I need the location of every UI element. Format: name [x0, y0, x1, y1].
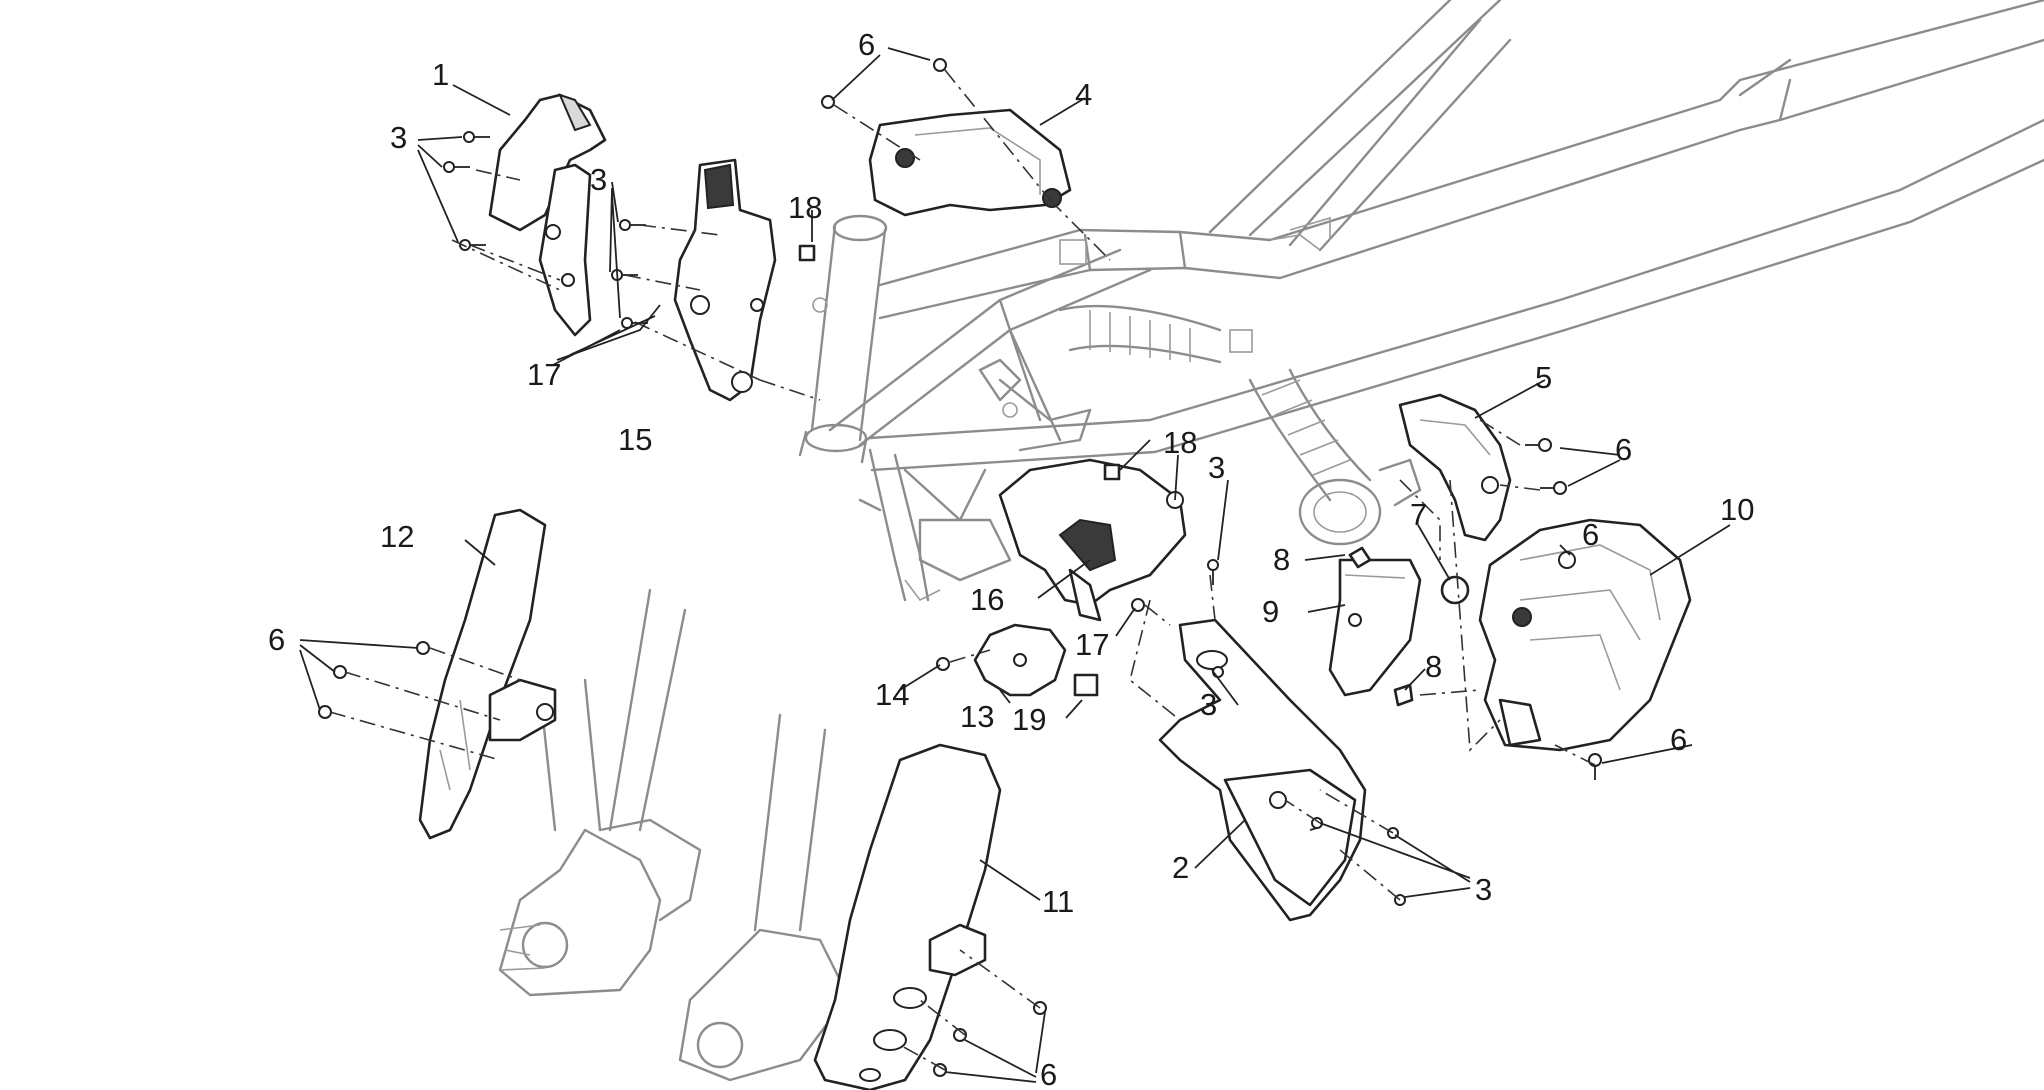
- callout-2: 2: [1172, 850, 1189, 885]
- callout-7: 7: [1410, 497, 1427, 532]
- part-7-round-cap: [1440, 575, 1470, 605]
- part-10-right-side-cover: [1478, 518, 1692, 752]
- leader-lines: [299, 47, 1731, 1083]
- callout-3: 3: [590, 162, 607, 197]
- callout-4: 4: [1075, 77, 1092, 112]
- part-11-right-fork-guard: [813, 743, 1002, 1090]
- part-13-small-cover: [973, 623, 1067, 697]
- callout-1: 1: [432, 57, 449, 92]
- callout-11: 11: [1042, 884, 1074, 919]
- part-12-left-fork-guard: [418, 508, 557, 840]
- callout-18: 18: [788, 190, 822, 225]
- callout-9: 9: [1262, 594, 1279, 629]
- part-15-left-bracket: [673, 158, 777, 402]
- callout-16: 16: [970, 582, 1004, 617]
- callout-14: 14: [875, 677, 909, 712]
- callout-8: 8: [1425, 649, 1442, 684]
- callout-12: 12: [380, 519, 414, 554]
- part-1-upper-left-panel: [488, 93, 607, 337]
- callout-10: 10: [1720, 492, 1754, 527]
- part-9-support-bracket: [1328, 558, 1422, 697]
- callout-6: 6: [1582, 517, 1599, 552]
- callout-17: 17: [1075, 627, 1109, 662]
- callout-3: 3: [1200, 687, 1217, 722]
- motorcycle-frame: [798, 0, 2044, 602]
- alignment-lines: [329, 69, 1596, 1071]
- callout-3: 3: [1208, 450, 1225, 485]
- callout-17: 17: [527, 357, 561, 392]
- part-4-headstock-cover: [868, 108, 1072, 217]
- callout-13: 13: [960, 699, 994, 734]
- fasteners: [318, 58, 1602, 1077]
- callout-5: 5: [1535, 360, 1552, 395]
- part-5-cover: [1398, 393, 1512, 542]
- callout-3: 3: [390, 120, 407, 155]
- callout-6: 6: [268, 622, 285, 657]
- callout-6: 6: [1615, 432, 1632, 467]
- callout-3: 3: [1475, 872, 1492, 907]
- callout-8: 8: [1273, 542, 1290, 577]
- callout-6: 6: [1040, 1057, 1057, 1090]
- part-2-lower-right-fairing: [1158, 618, 1367, 922]
- callout-15: 15: [618, 422, 652, 457]
- callout-6: 6: [858, 27, 875, 62]
- callout-19: 19: [1012, 702, 1046, 737]
- front-fork-legs: [498, 588, 842, 1082]
- part-19-rubber-pad: [1073, 673, 1099, 697]
- part-16-central-bracket: [998, 458, 1187, 622]
- callout-labels: 1 3 3 6 4 18 17 15 5 6 18 3 10 7 6 8 9 8…: [268, 27, 1754, 1090]
- callout-18: 18: [1163, 425, 1197, 460]
- callout-6: 6: [1670, 722, 1687, 757]
